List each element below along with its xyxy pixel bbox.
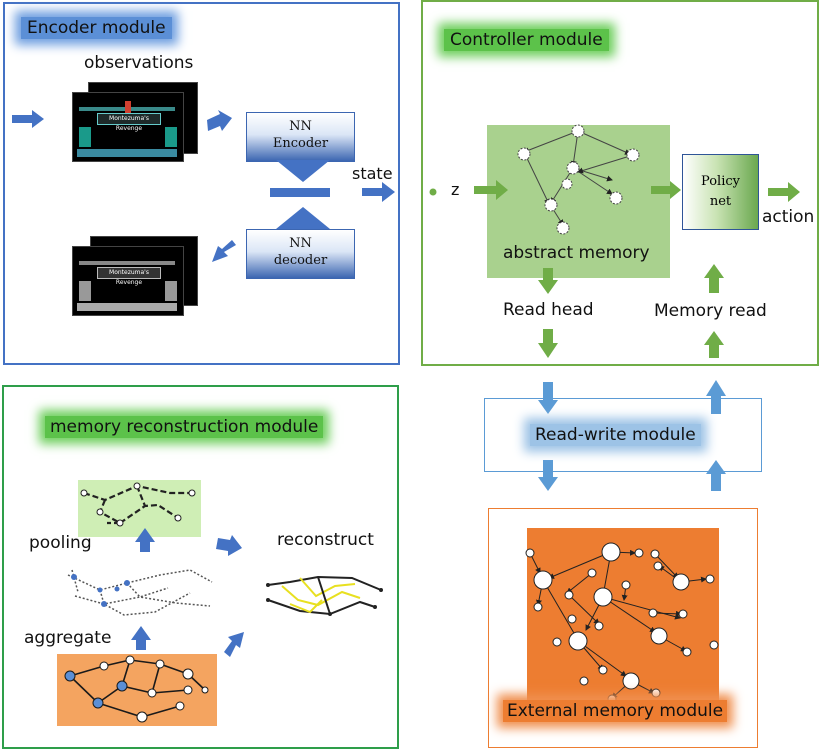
reconstructed-graph-nodes [266, 583, 383, 616]
decoder-to-reconstruction-arrow [212, 240, 236, 262]
external-memory-module-frame [488, 508, 758, 748]
reconstruction-arrows [131, 528, 244, 657]
game-title-text-gray: Montezuma's Revenge [97, 267, 161, 286]
read-write-module-frame [484, 398, 762, 472]
nn-decoder-block: NN decoder [246, 229, 355, 279]
source-graph-edges [69, 659, 206, 718]
reconstruct-label: reconstruct [277, 530, 374, 550]
nn-encoder-label-2: Encoder [272, 136, 329, 151]
controller-module-title: Controller module [444, 29, 609, 51]
nn-encoder-label-1: NN [289, 119, 312, 134]
encoder-module-title: Encoder module [21, 17, 172, 39]
rw-up-arrow-1 [706, 380, 726, 414]
read-head-label: Read head [503, 300, 594, 320]
to-reconstruct-arrow [216, 535, 242, 556]
aggregate-up-arrow [131, 626, 151, 650]
abstract-memory-nodes [517, 124, 640, 235]
z-dot [429, 188, 437, 196]
abstract-memory-panel [487, 125, 670, 278]
reconstructed-graph [267, 575, 382, 616]
memory-reconstruction-title: memory reconstruction module [45, 416, 324, 438]
action-label: action [762, 207, 815, 227]
controller-module-frame [421, 0, 819, 366]
external-memory-module-title: External memory module [503, 700, 728, 722]
encoder-module-frame [3, 2, 400, 365]
abstract-memory-graph [523, 130, 631, 226]
encoder-down-triangle [276, 160, 330, 182]
z-arrow [474, 180, 508, 200]
observations-label: observations [84, 53, 194, 73]
controller-arrows [429, 180, 800, 358]
aggregated-graph-nodes [71, 574, 130, 607]
read-write-arrows [538, 380, 726, 491]
aggregate-label: aggregate [24, 628, 112, 648]
input-arrow [12, 110, 44, 128]
z-label: z [451, 180, 460, 199]
read-head-arrow-top [538, 268, 558, 294]
action-arrow [768, 182, 800, 202]
policy-net-label-2: net [709, 194, 732, 209]
rw-down-arrow-2 [538, 460, 558, 491]
state-label: state [352, 164, 393, 183]
memory-read-arrow-top [704, 264, 724, 293]
external-memory-nodes [525, 542, 719, 704]
latent-state-bar [270, 188, 330, 197]
game-title-text: Montezuma's Revenge [97, 113, 161, 132]
memory-reconstruction-frame [2, 385, 399, 749]
policy-net-block: Policy net [682, 154, 759, 230]
nn-decoder-label-1: NN [289, 236, 312, 251]
policy-net-label-1: Policy [701, 174, 740, 189]
reconstruction-frame-front: Montezuma's Revenge [72, 246, 184, 316]
abstract-memory-label: abstract memory [503, 243, 650, 263]
rw-up-arrow-2 [706, 460, 726, 491]
observation-frame-front: Montezuma's Revenge [72, 92, 184, 162]
pooled-graph-nodes [80, 482, 196, 527]
encoder-arrows [12, 110, 395, 262]
pooling-up-arrow [135, 528, 155, 552]
rw-down-arrow-1 [538, 382, 558, 414]
pooling-label: pooling [29, 533, 92, 553]
observation-to-encoder-arrow [207, 110, 232, 131]
read-head-arrow-bottom [538, 329, 558, 358]
state-arrow [362, 182, 395, 202]
memory-read-label: Memory read [654, 301, 767, 321]
aggregate-to-reconstruct-arrow [224, 632, 244, 657]
nn-decoder-label-2: decoder [273, 253, 328, 268]
read-write-module-title: Read-write module [530, 424, 701, 446]
memory-to-policy-arrow [651, 181, 681, 199]
aggregated-graph [67, 569, 213, 616]
source-graph-nodes [64, 655, 209, 723]
memory-read-arrow-bottom [704, 331, 724, 358]
decoder-up-triangle [276, 207, 330, 229]
